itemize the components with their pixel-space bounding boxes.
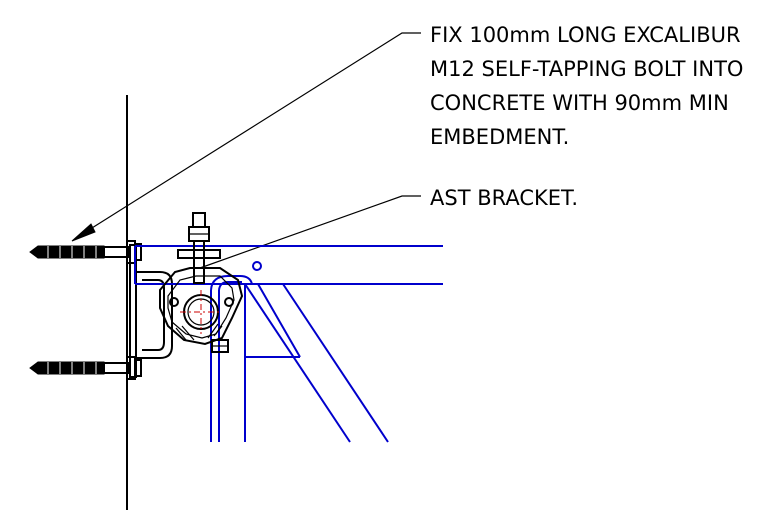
bracket-note: AST BRACKET. — [430, 186, 578, 210]
anchor-note-line-1: FIX 100mm LONG EXCALIBUR — [430, 23, 741, 47]
anchor-note-line-4: EMBEDMENT. — [430, 125, 569, 149]
bracket-frame — [134, 245, 443, 443]
bracket-back-plate — [129, 244, 173, 378]
anchor-leader — [71, 32, 421, 242]
upper-bolt — [29, 240, 142, 264]
anchor-note-line-3: CONCRETE WITH 90mm MIN — [430, 91, 729, 115]
anchor-note-line-2: M12 SELF-TAPPING BOLT INTO — [430, 57, 743, 81]
bracket-leader — [199, 195, 421, 269]
lower-bolt — [29, 356, 142, 380]
